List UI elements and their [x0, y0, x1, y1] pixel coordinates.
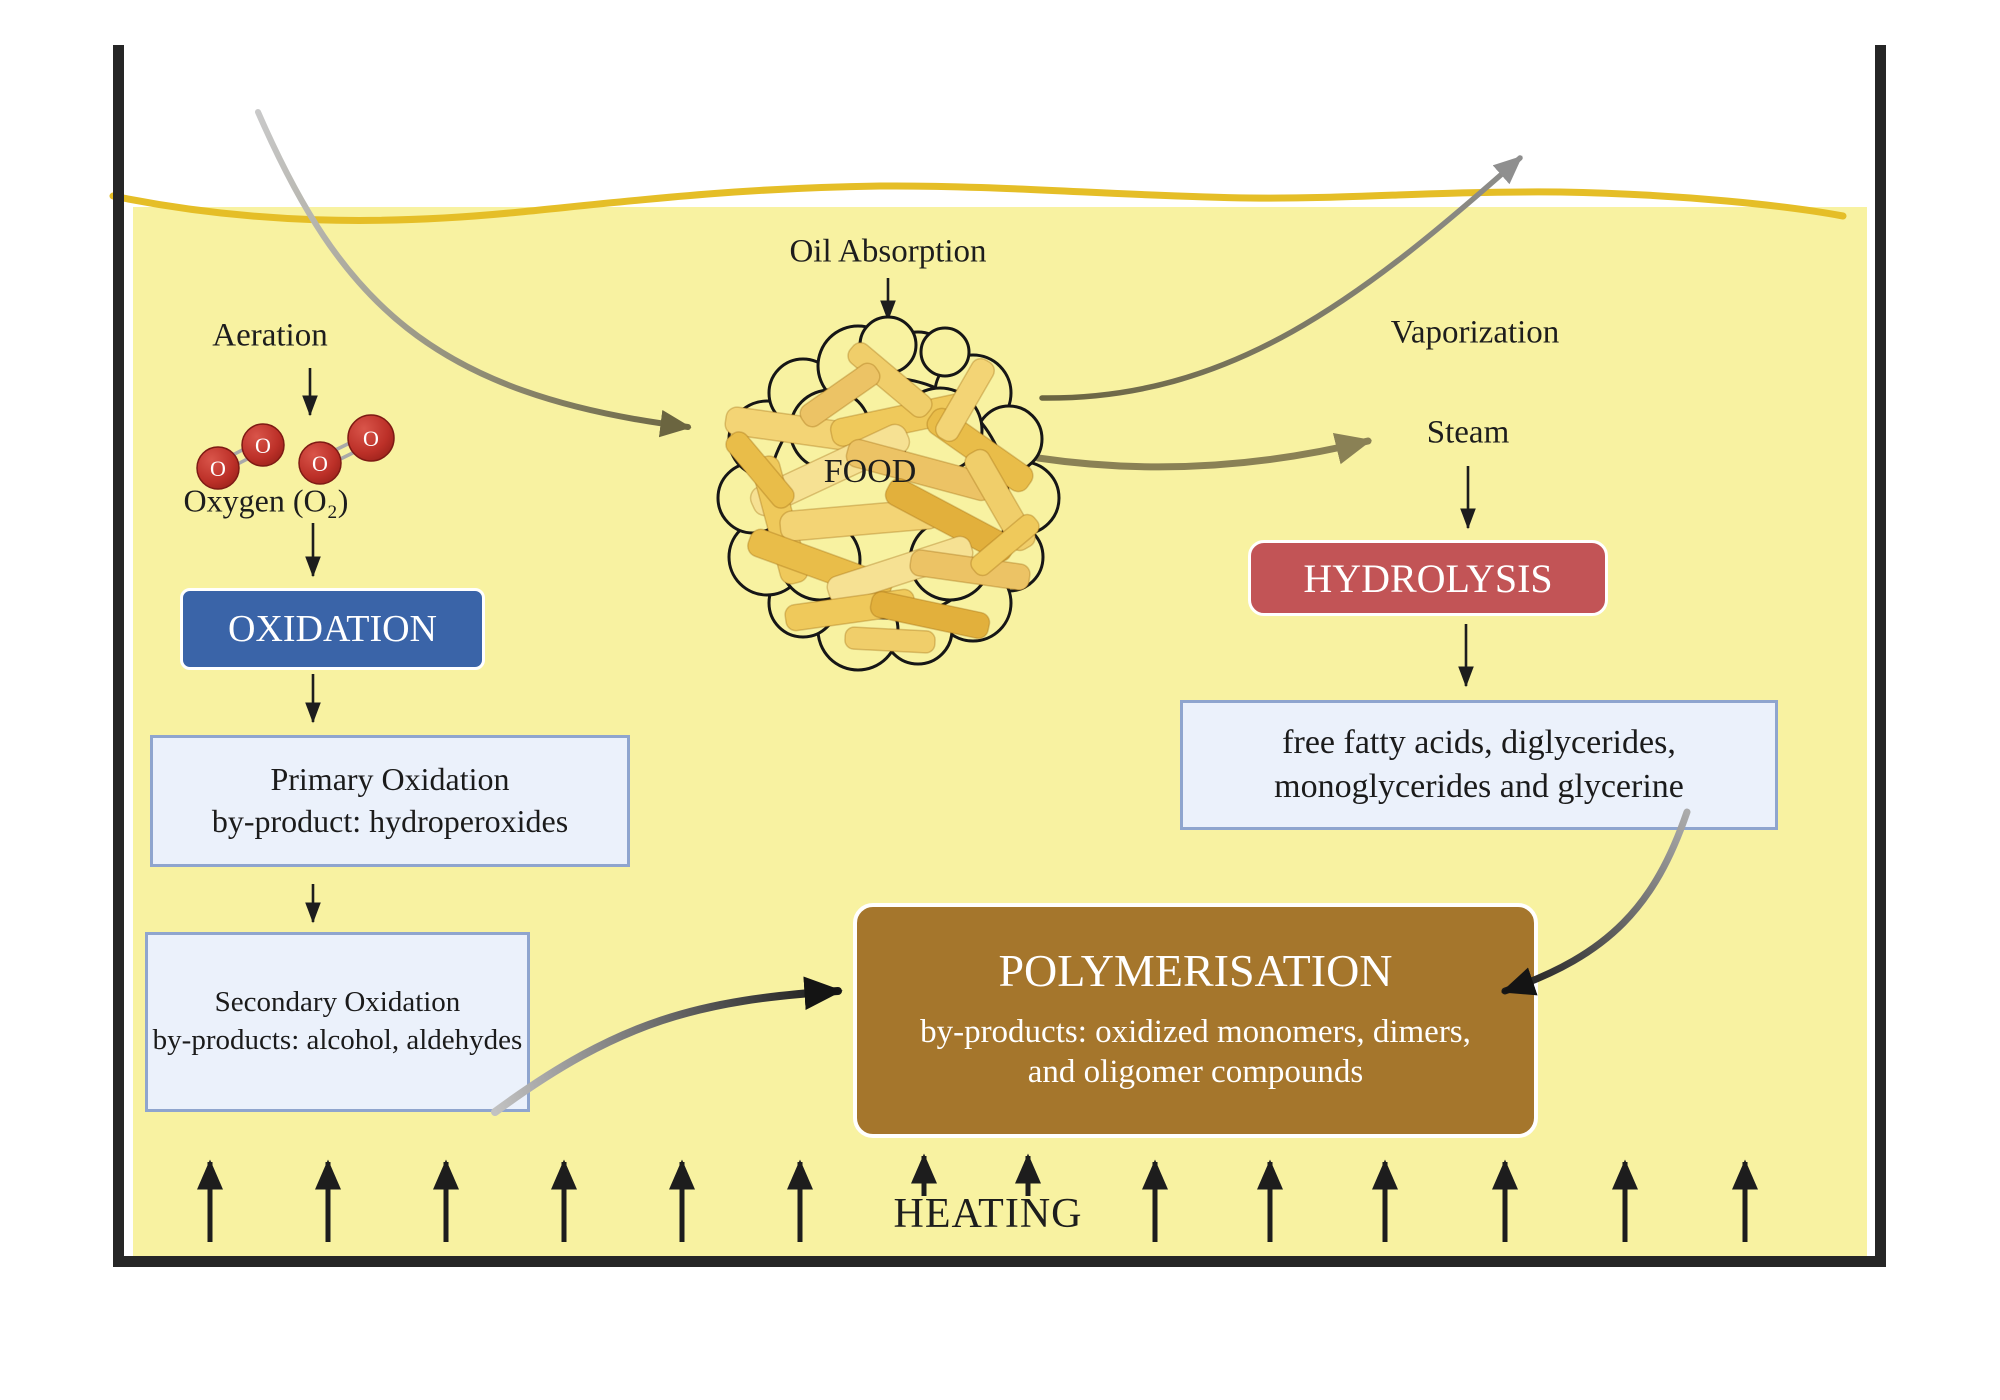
- fryer-bottom-wall: [113, 1256, 1886, 1267]
- aeration-label: Aeration: [212, 317, 328, 354]
- polymerisation-line2: and oligomer compounds: [1027, 1054, 1364, 1091]
- polymerisation-box-title: POLYMERISATION: [998, 944, 1393, 996]
- hydrolysis-box-title: HYDROLYSIS: [1303, 555, 1553, 601]
- oxidation-box: OXIDATION: [180, 588, 485, 670]
- polymerisation-line1: by-products: oxidized monomers, dimers,: [920, 1013, 1471, 1050]
- fryer-right-wall: [1875, 45, 1886, 1266]
- secondary-oxidation-line1: Secondary Oxidation: [214, 986, 461, 1019]
- hydrolysis-products-line2: monoglycerides and glycerine: [1274, 768, 1684, 805]
- secondary-oxidation-line2: by-products: alcohol, aldehydes: [152, 1024, 523, 1056]
- hydrolysis-products-box: free fatty acids, diglycerides, monoglyc…: [1180, 700, 1778, 830]
- polymerisation-box: POLYMERISATION by-products: oxidized mon…: [853, 903, 1538, 1138]
- primary-oxidation-line1: Primary Oxidation: [270, 761, 510, 798]
- primary-oxidation-box: Primary Oxidation by-product: hydroperox…: [150, 735, 630, 867]
- hydrolysis-products-line1: free fatty acids, diglycerides,: [1282, 723, 1676, 761]
- vaporization-label: Vaporization: [1390, 314, 1560, 351]
- oxidation-box-title: OXIDATION: [228, 608, 437, 650]
- secondary-oxidation-box: Secondary Oxidation by-products: alcohol…: [145, 932, 530, 1112]
- steam-label: Steam: [1426, 414, 1510, 451]
- oxygen-label: Oxygen (O₂): [183, 482, 349, 519]
- food-label: FOOD: [823, 453, 917, 490]
- heating-label: HEATING: [893, 1191, 1083, 1237]
- primary-oxidation-line2: by-product: hydroperoxides: [211, 803, 569, 839]
- oil-absorption-label: Oil Absorption: [789, 233, 987, 270]
- hydrolysis-box: HYDROLYSIS: [1248, 540, 1608, 616]
- fryer-left-wall: [113, 45, 124, 1266]
